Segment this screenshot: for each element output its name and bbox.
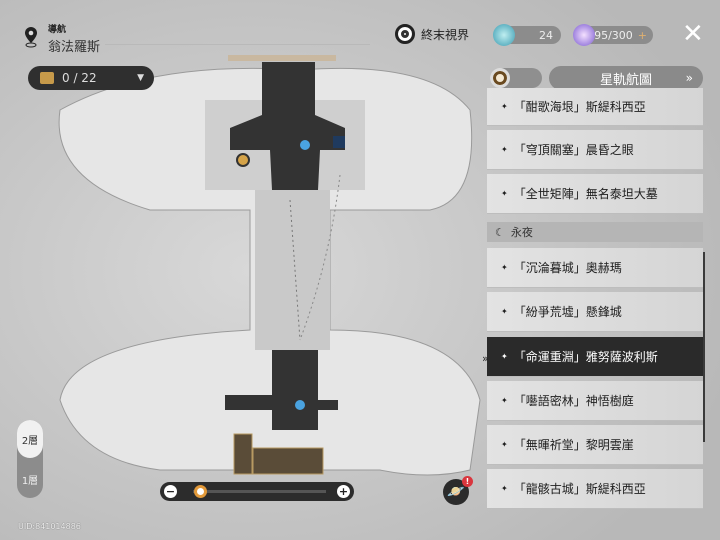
teleport-anchor-icon <box>300 140 310 150</box>
area-list: ✦ 「酣歌海垠」斯緹科西亞 ✦ 「穹頂關塞」晨昏之眼 ✦ 「全世矩陣」無名泰坦大墓 ☾… <box>487 88 703 512</box>
list-item[interactable]: ✦ 「龍骸古城」斯緹科西亞 <box>487 469 703 509</box>
list-item[interactable]: ✦ 「全世矩陣」無名泰坦大墓 <box>487 174 703 214</box>
list-item[interactable]: ✦ 「無暉祈堂」黎明雲崖 <box>487 425 703 465</box>
chest-count: 0 / 22 <box>62 71 97 85</box>
bullet-icon: ✦ <box>501 189 508 198</box>
zoom-thumb[interactable] <box>193 485 207 498</box>
alert-badge: ! <box>462 476 473 487</box>
trailblaze-power-icon <box>573 24 595 46</box>
bullet-icon: ✦ <box>501 440 508 449</box>
zoom-slider[interactable]: − + <box>160 482 354 501</box>
currency-stellar-jade[interactable]: 24 <box>493 24 561 46</box>
bullet-icon: ✦ <box>501 145 508 154</box>
chest-icon <box>40 72 54 84</box>
currency-value: 24 <box>539 28 553 42</box>
treasure-counter[interactable]: 0 / 22 ▼ <box>28 66 154 90</box>
bullet-icon: ✦ <box>501 307 508 316</box>
currency-value: 95/300 <box>594 28 633 42</box>
area-name: 「沉淪暮城」奧赫瑪 <box>513 261 622 275</box>
section-title: 永夜 <box>510 226 533 239</box>
list-item[interactable]: ✦ 「紛爭荒墟」懸鋒城 <box>487 292 703 332</box>
world-icon <box>395 24 415 44</box>
area-name: 「穹頂關塞」晨昏之眼 <box>513 143 634 157</box>
star-rail-map-button[interactable]: 星軌航圖 » <box>549 66 703 90</box>
add-power-button[interactable]: + <box>637 28 647 42</box>
floor-2-button[interactable]: 2層 <box>17 420 43 458</box>
floor-selector: 2層 1層 <box>17 420 43 498</box>
zoom-track[interactable] <box>193 490 326 493</box>
zoom-out-button[interactable]: − <box>164 485 177 498</box>
bullet-icon: ✦ <box>501 396 508 405</box>
divider <box>105 44 370 45</box>
list-item[interactable]: ✦ 「沉淪暮城」奧赫瑪 <box>487 248 703 288</box>
puzzle-marker-icon <box>236 153 250 167</box>
current-location: 翁法羅斯 <box>48 40 101 55</box>
list-item[interactable]: ✦ 「囈語密林」神悟樹庭 <box>487 381 703 421</box>
area-name: 「紛爭荒墟」懸鋒城 <box>513 305 622 319</box>
navigation-label: 導航 <box>48 25 67 35</box>
world-selector[interactable]: 終末視界 <box>395 24 469 44</box>
teleport-anchor-icon <box>295 400 305 410</box>
currency-trailblaze-power[interactable]: 95/300 + <box>573 24 653 46</box>
list-item[interactable]: ✦ 「穹頂關塞」晨昏之眼 <box>487 130 703 170</box>
area-name: 「無暉祈堂」黎明雲崖 <box>513 438 634 452</box>
world-label: 終末視界 <box>421 27 470 42</box>
stellar-jade-icon <box>493 24 515 46</box>
bullet-icon: ✦ <box>501 263 508 272</box>
toggle-knob-icon <box>490 68 510 88</box>
selected-indicator-icon: » <box>482 352 489 365</box>
mission-marker-icon <box>333 136 345 148</box>
list-scrollbar[interactable] <box>703 252 705 442</box>
section-header: ☾ 永夜 <box>487 222 703 242</box>
close-button[interactable]: ✕ <box>682 19 704 49</box>
area-name: 「命運重淵」雅努薩波利斯 <box>513 350 658 364</box>
area-name: 「囈語密林」神悟樹庭 <box>513 394 634 408</box>
star-rail-map-label: 星軌航圖 <box>599 72 652 88</box>
chevron-down-icon: ▼ <box>137 73 144 83</box>
moon-icon: ☾ <box>495 225 505 239</box>
area-name: 「酣歌海垠」斯緹科西亞 <box>513 100 646 114</box>
area-name: 「全世矩陣」無名泰坦大墓 <box>513 187 658 201</box>
map-filter-toggle[interactable] <box>490 68 542 88</box>
bullet-icon: ✦ <box>501 352 508 361</box>
chevron-right-icon: » <box>685 71 693 85</box>
bullet-icon: ✦ <box>501 484 508 493</box>
bullet-icon: ✦ <box>501 102 508 111</box>
zoom-in-button[interactable]: + <box>337 485 350 498</box>
location-pin-icon <box>25 27 37 48</box>
area-name: 「龍骸古城」斯緹科西亞 <box>513 482 646 496</box>
floor-1-button[interactable]: 1層 <box>21 475 39 487</box>
list-item-selected[interactable]: ✦ 「命運重淵」雅努薩波利斯 <box>487 337 703 377</box>
list-item[interactable]: ✦ 「酣歌海垠」斯緹科西亞 <box>487 88 703 126</box>
uid-label: UID:841014886 <box>18 522 81 531</box>
